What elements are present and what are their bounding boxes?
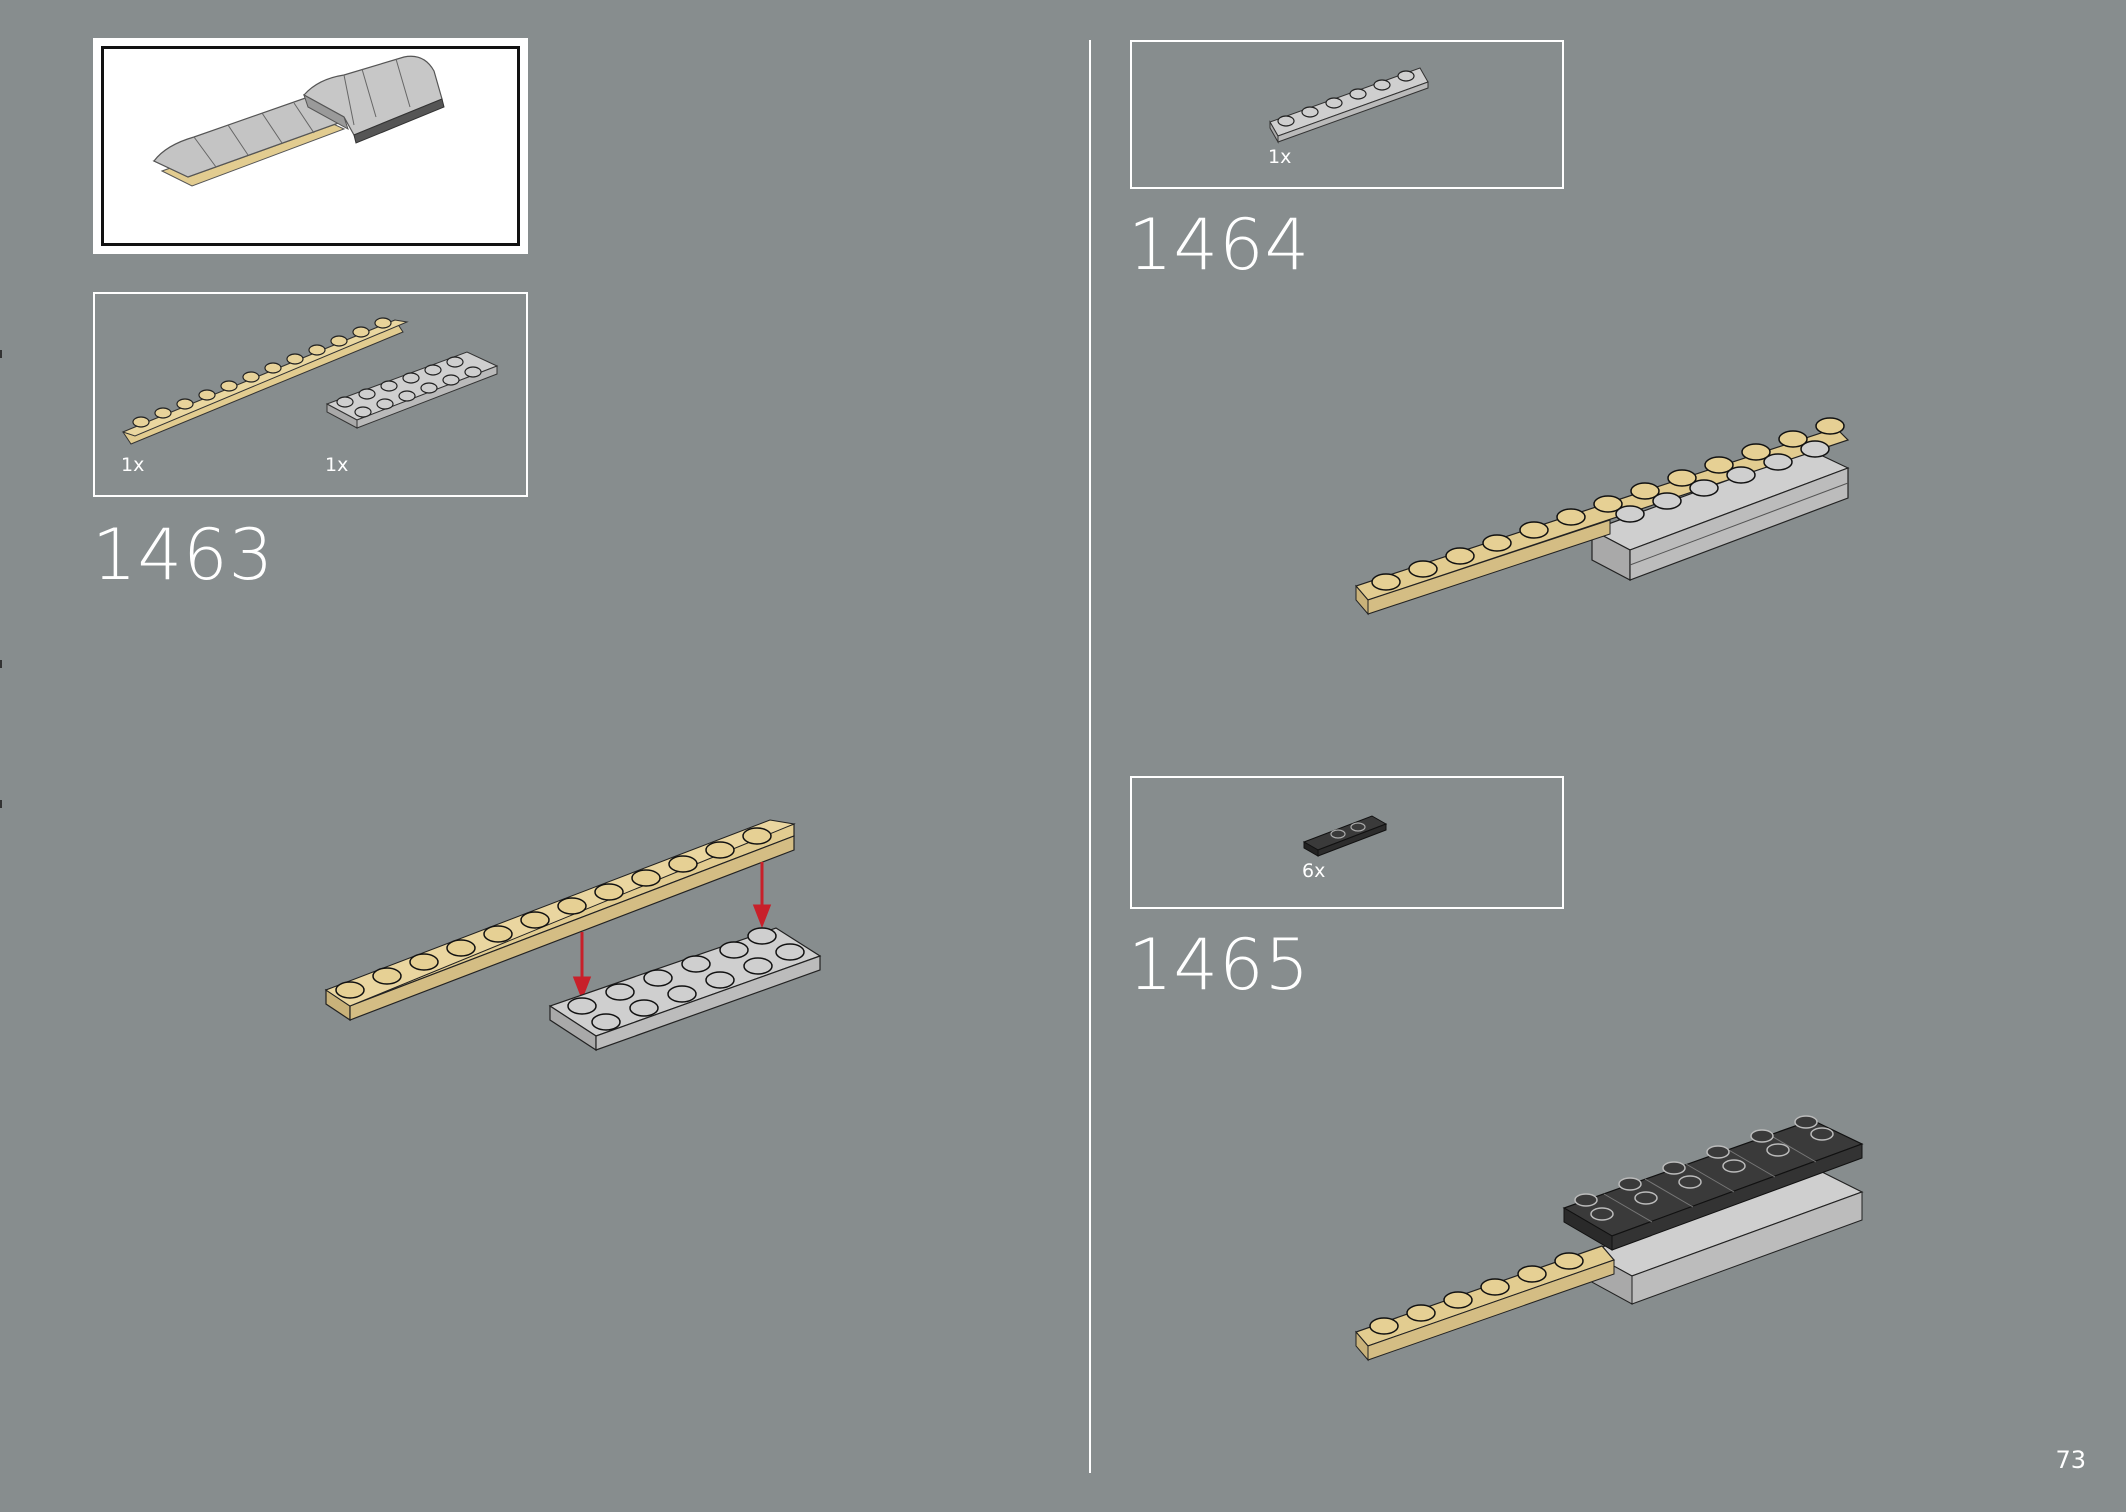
binding-edge-marks — [0, 350, 3, 810]
parts-1464-render — [1269, 67, 1429, 144]
step-number: 1464 — [1128, 204, 1311, 286]
step-1463-render — [324, 819, 822, 1052]
binding-edge-svg — [0, 350, 2, 808]
parts-callout-1465: 6x — [1130, 776, 1564, 909]
submodel-preview-render — [152, 55, 445, 187]
step-number: 1463 — [92, 514, 275, 596]
page-number: 73 — [2055, 1446, 2086, 1474]
parts-1465-render — [1302, 815, 1388, 857]
step-number: 1465 — [1128, 924, 1311, 1006]
part-qty: 1x — [1268, 146, 1292, 168]
submodel-preview-frame — [93, 38, 528, 254]
part-qty: 1x — [121, 454, 145, 476]
page-divider — [1089, 40, 1091, 1473]
part-qty: 1x — [325, 454, 349, 476]
arrow-icon — [572, 862, 772, 1001]
parts-callout-1464: 1x — [1130, 40, 1564, 189]
parts-1463-render — [121, 317, 499, 445]
part-qty: 6x — [1302, 860, 1326, 882]
parts-callout-1463: 1x 1x — [93, 292, 528, 497]
step-1464-render — [1354, 417, 1850, 616]
step-1465-render — [1354, 1115, 1864, 1362]
submodel-preview — [101, 46, 520, 246]
